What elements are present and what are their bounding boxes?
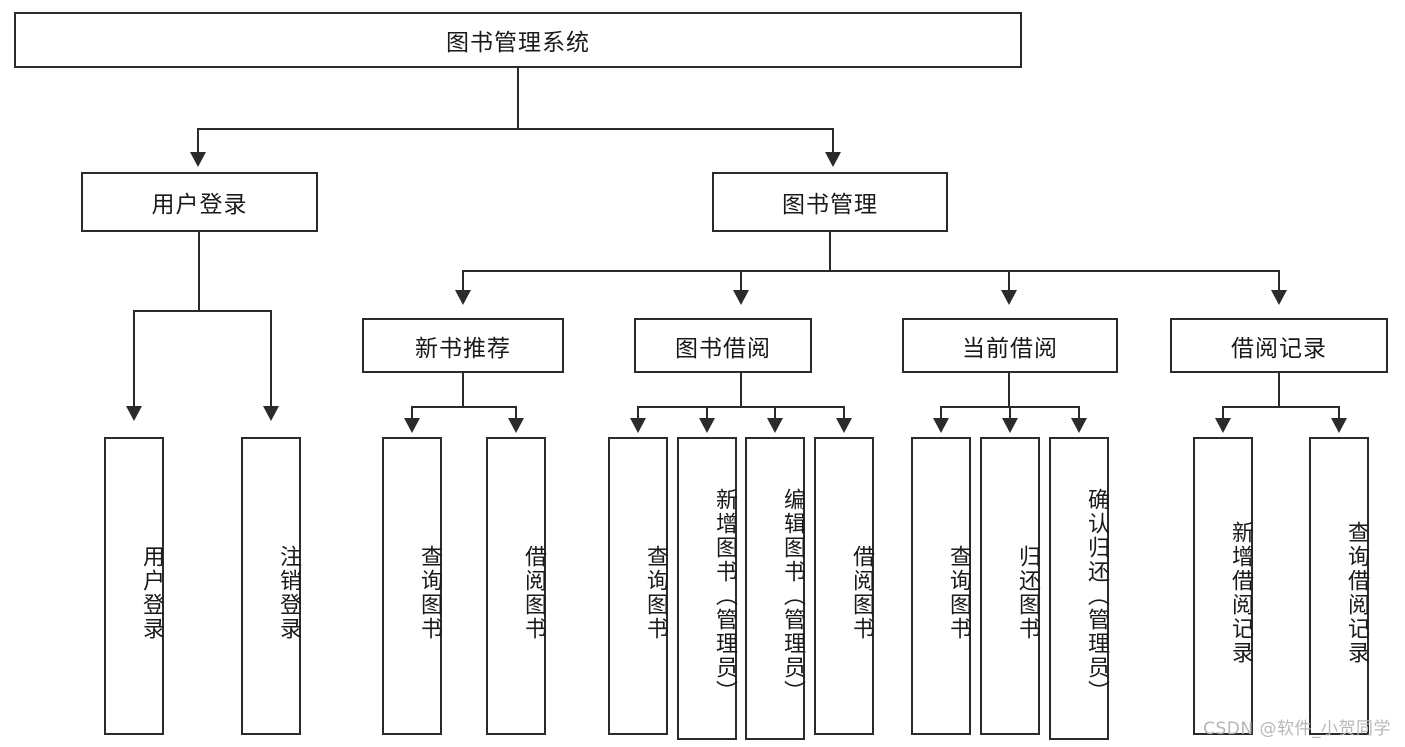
arrow-to-current-borrow [1001,290,1017,305]
edge-bb-drop-3 [774,406,776,420]
leaf-nbr-query-book[interactable]: 查询图书 [382,437,442,735]
edge-br-bus [1222,406,1340,408]
edge-user-login-bus [133,310,272,312]
node-label: 新增借阅记录 [1228,521,1253,665]
arrow-to-bb-leaf-4 [836,418,852,433]
edge-nbr-bus [411,406,517,408]
node-label: 注销登录 [276,545,301,641]
edge-root-to-book-management [832,128,834,154]
edge-nbr-drop-1 [411,406,413,420]
node-label: 确认归还（管理员） [1084,487,1109,704]
leaf-bb-add-book[interactable]: 新增图书（管理员） [677,437,737,740]
node-new-book-recommend[interactable]: 新书推荐 [362,318,564,373]
leaf-br-add-record[interactable]: 新增借阅记录 [1193,437,1253,735]
edge-nbr-drop-2 [515,406,517,420]
leaf-cb-return-book[interactable]: 归还图书 [980,437,1040,735]
edge-bb-drop-4 [843,406,845,420]
node-label: 查询图书 [417,545,442,641]
leaf-br-query-record[interactable]: 查询借阅记录 [1309,437,1369,735]
node-label: 借阅记录 [1231,335,1327,362]
node-label: 编辑图书（管理员） [780,487,805,704]
arrow-to-bb-leaf-2 [699,418,715,433]
arrow-to-nbr-leaf-1 [404,418,420,433]
node-label: 新增图书（管理员） [712,487,737,704]
node-user-login[interactable]: 用户登录 [81,172,318,232]
edge-bb-stem [740,373,742,408]
node-label: 查询借阅记录 [1344,521,1369,665]
edge-cb-drop-3 [1078,406,1080,420]
arrow-to-cb-leaf-2 [1002,418,1018,433]
arrow-to-new-book-recommend [455,290,471,305]
edge-bm-drop-1 [462,270,464,292]
edge-bb-bus [637,406,845,408]
node-label: 用户登录 [139,545,164,641]
node-label: 借阅图书 [849,545,874,641]
arrow-to-cb-leaf-1 [933,418,949,433]
arrow-to-leaf-user-login [126,406,142,421]
arrow-to-book-management [825,152,841,167]
node-label: 查询图书 [643,545,668,641]
leaf-bb-borrow-book[interactable]: 借阅图书 [814,437,874,735]
edge-bm-drop-4 [1278,270,1280,292]
node-label: 归还图书 [1015,545,1040,641]
edge-root-stem [517,68,519,128]
watermark-text: CSDN @软件_小贺同学 [1203,719,1391,739]
edge-user-login-stem [198,232,200,312]
edge-bb-drop-2 [706,406,708,420]
arrow-to-bb-leaf-1 [630,418,646,433]
arrow-to-nbr-leaf-2 [508,418,524,433]
arrow-to-user-login [190,152,206,167]
leaf-cb-confirm-return[interactable]: 确认归还（管理员） [1049,437,1109,740]
edge-br-drop-2 [1338,406,1340,420]
arrow-to-borrow-record [1271,290,1287,305]
edge-cb-drop-1 [940,406,942,420]
edge-bm-drop-3 [1008,270,1010,292]
node-label: 新书推荐 [415,335,511,362]
edge-book-management-bus [462,270,1280,272]
node-book-borrow[interactable]: 图书借阅 [634,318,812,373]
edge-cb-drop-2 [1009,406,1011,420]
arrow-to-book-borrow [733,290,749,305]
edge-br-stem [1278,373,1280,408]
edge-book-management-stem [829,232,831,272]
node-label: 图书管理系统 [446,30,590,56]
edge-bm-drop-2 [740,270,742,292]
node-label: 用户登录 [151,192,248,218]
leaf-user-login[interactable]: 用户登录 [104,437,164,735]
leaf-cb-query-book[interactable]: 查询图书 [911,437,971,735]
edge-cb-stem [1008,373,1010,408]
edge-br-drop-1 [1222,406,1224,420]
edge-nbr-stem [462,373,464,408]
node-label: 当前借阅 [962,335,1058,362]
edge-root-to-user-login [197,128,199,154]
arrow-to-br-leaf-1 [1215,418,1231,433]
leaf-bb-query-book[interactable]: 查询图书 [608,437,668,735]
arrow-to-br-leaf-2 [1331,418,1347,433]
node-label: 查询图书 [946,545,971,641]
edge-user-login-drop-1 [133,310,135,408]
edge-user-login-drop-2 [270,310,272,408]
node-book-management[interactable]: 图书管理 [712,172,948,232]
node-label: 图书管理 [782,192,878,218]
leaf-logout[interactable]: 注销登录 [241,437,301,735]
node-label: 借阅图书 [521,545,546,641]
arrow-to-bb-leaf-3 [767,418,783,433]
arrow-to-leaf-logout [263,406,279,421]
leaf-nbr-borrow-book[interactable]: 借阅图书 [486,437,546,735]
edge-root-bus [197,128,834,130]
edge-bb-drop-1 [637,406,639,420]
node-borrow-record[interactable]: 借阅记录 [1170,318,1388,373]
arrow-to-cb-leaf-3 [1071,418,1087,433]
node-label: 图书借阅 [675,335,771,362]
node-book-management-system[interactable]: 图书管理系统 [14,12,1022,68]
node-current-borrow[interactable]: 当前借阅 [902,318,1118,373]
leaf-bb-edit-book[interactable]: 编辑图书（管理员） [745,437,805,740]
